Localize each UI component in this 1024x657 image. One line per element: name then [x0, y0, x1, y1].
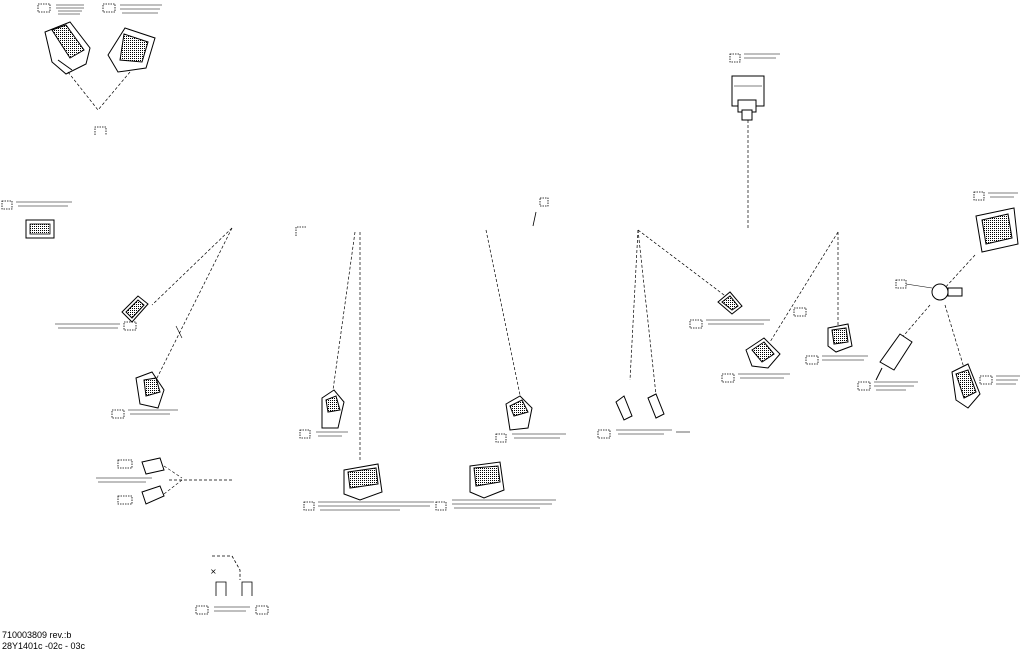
connector-dc3-dc4: × [195, 555, 269, 615]
connector-lc [303, 463, 434, 511]
connector-blh [55, 295, 149, 331]
connector-aux1 [857, 333, 918, 391]
misc-brackets [94, 126, 549, 236]
connector-ds2-drawing [107, 27, 156, 73]
connector-tc [495, 395, 566, 443]
connector-rs [1, 200, 72, 239]
connector-rls-lls [96, 457, 183, 505]
model-codes: 28Y1401c -02c - 03c [2, 641, 86, 651]
connector-pl [299, 389, 348, 439]
connector-alt [973, 191, 1019, 253]
connector-ts [895, 279, 963, 301]
leader-lines [67, 71, 976, 481]
connector-rs2-rs3 [597, 393, 690, 439]
connector-ds1-callout [37, 3, 162, 15]
connector-ls [111, 325, 183, 419]
connector-din [729, 53, 780, 121]
connector-rcs [435, 461, 556, 511]
document-number: 710003809 rev.:b [2, 630, 72, 640]
connector-frb [689, 291, 770, 329]
connector-ds1-drawing [44, 21, 91, 75]
connector-bos [721, 307, 807, 383]
svg-text:×: × [210, 567, 217, 576]
connector-fs [805, 323, 868, 365]
connector-cps [951, 363, 1020, 409]
